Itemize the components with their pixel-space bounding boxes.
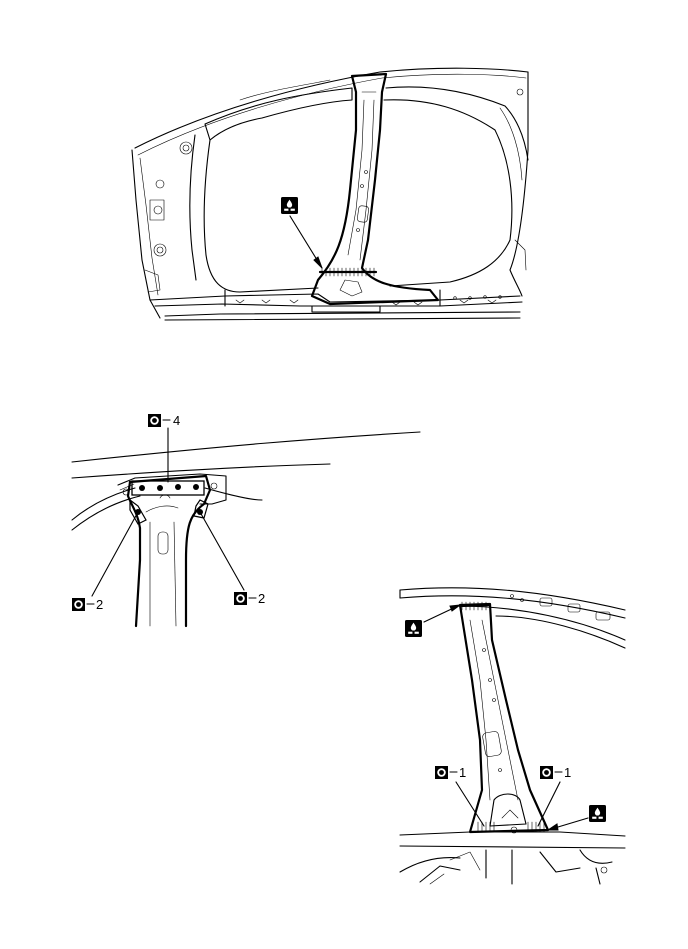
spot-weld-symbol-icon (234, 592, 247, 605)
spot-weld-symbol-icon (540, 766, 553, 779)
lower-left-spot-count: 1 (459, 765, 466, 780)
adhesive-application-icon (281, 197, 298, 214)
body-side-view (131, 67, 529, 321)
weld-callout-right: 2 (199, 511, 265, 606)
spot-weld-symbol-icon (72, 598, 85, 611)
adhesive-application-icon (405, 620, 422, 637)
top-spot-count: 4 (173, 413, 180, 428)
adhesive-callout-base (546, 805, 606, 831)
weld-callout-top: 4 (148, 413, 180, 483)
pillar-assembly-view (399, 587, 626, 885)
lower-right-spot-count: 1 (564, 765, 571, 780)
spot-weld-symbol-icon (148, 414, 161, 427)
spot-weld-symbol-icon (435, 766, 448, 779)
weld-callout-lower-right: 1 (537, 765, 571, 827)
right-spot-count: 2 (258, 591, 265, 606)
adhesive-callout-roof (405, 604, 462, 637)
left-spot-count: 2 (96, 597, 103, 612)
adhesive-application-icon (589, 805, 606, 822)
weld-callout-lower-left: 1 (435, 765, 485, 827)
adhesive-callout-top (281, 197, 323, 269)
weld-callout-left: 2 (72, 511, 139, 612)
